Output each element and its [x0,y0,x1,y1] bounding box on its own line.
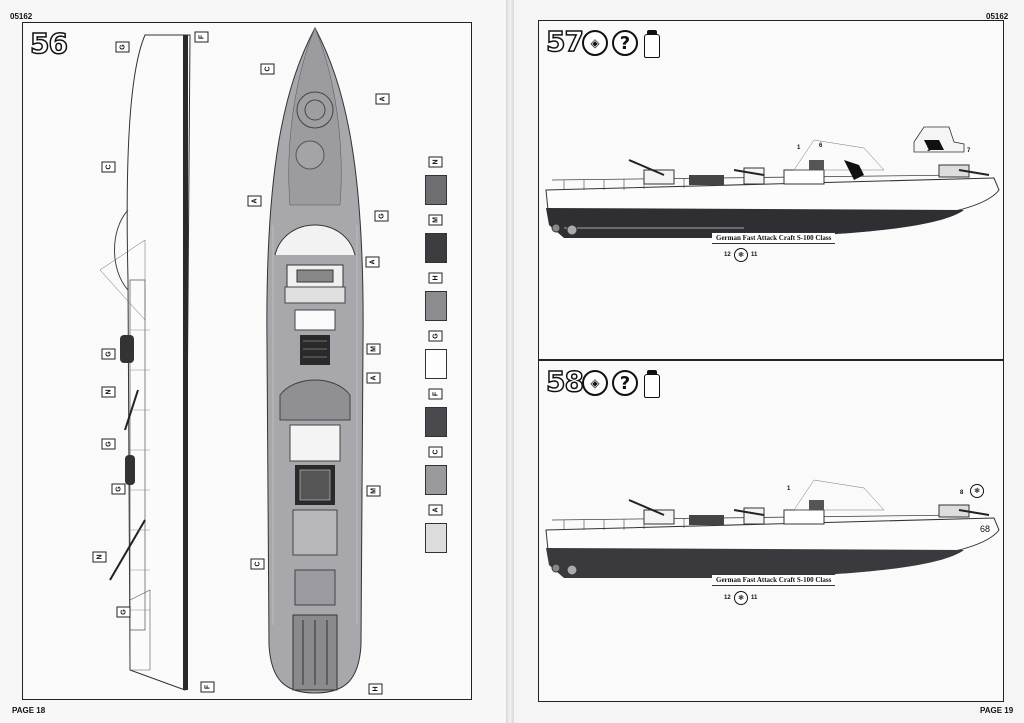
page-number: PAGE 19 [980,706,1014,715]
kit-code: 05162 [986,12,1009,21]
boat-profile-58 [545,479,1000,578]
boat-side-profile [99,34,191,691]
boat-name-banner-58: German Fast Attack Craft S-100 Class [712,574,836,586]
decal-left-58: 12 [724,595,731,601]
paint-swatch-m [425,233,447,263]
decal-callout-a: 1 [797,145,801,151]
callout-side-4: N [101,386,116,398]
callout-side-1: G [115,41,130,53]
paint-swatch-a [425,523,447,553]
paint-swatch-n [425,175,447,205]
swatch-label-m: M [428,214,443,226]
decal-callout-b: 6 [819,143,823,149]
swatch-label-a: A [428,504,443,516]
callout-top-6: M [366,343,381,355]
callout-side-2: C [101,161,116,173]
page-number: PAGE 18 [12,706,46,715]
boat-profile-57 [545,139,1000,238]
decal-water-icon: ◈ [582,370,608,396]
decal-water-icon: ◈ [582,30,608,56]
paint-swatch-f [425,407,447,437]
decal-callout-b: 8 [960,490,964,496]
callout-side-9: F [194,31,209,43]
callout-side-10: F [200,681,215,693]
callout-top-9: C [250,558,265,570]
paint-pot-icon [644,30,660,58]
swatch-label-c: C [428,446,443,458]
callout-side-3: G [101,348,116,360]
swatch-label-g: G [428,330,443,342]
callout-top-8: M [366,485,381,497]
callout-top-3: A [247,195,262,207]
swatch-label-n: N [428,156,443,168]
callout-side-8: G [116,606,131,618]
decal-sheet-icon: ❃ [970,484,984,498]
step-57-number: 57 [545,25,584,58]
paint-pot-icon [644,370,660,398]
decal-right-58: 11 [751,595,758,601]
callout-top-1: C [260,63,275,75]
kit-code: 05162 [10,12,33,21]
book-gutter [506,0,514,723]
step-56-frame [22,22,472,700]
paint-swatch-c [425,465,447,495]
boat-top-view [266,26,364,694]
bridge-detail-57 [913,126,965,153]
swatch-label-h: H [428,272,443,284]
callout-side-7: N [92,551,107,563]
hull-number: 68 [980,524,991,534]
question-icon: ? [612,370,638,396]
step-number: 56 [29,27,68,60]
callout-top-4: G [374,210,389,222]
swatch-label-f: F [428,388,443,400]
decal-sheet-icon: ❃ [734,248,748,262]
question-icon: ? [612,30,638,56]
decal-callout-d: 1 [927,147,931,153]
left-page: 05162 56 PAGE 18 G C G N G G N G F F [0,0,506,723]
paint-swatch-g [425,349,447,379]
callout-side-5: G [101,438,116,450]
decal-sheet-icon: ❃ [734,591,748,605]
decal-left-57: 12 [724,252,731,258]
right-page: 05162 PAGE 19 57 ◈ ? 1 6 7 1 Ge [514,0,1024,723]
boat-name-banner-57: German Fast Attack Craft S-100 Class [712,232,836,244]
callout-top-10: H [368,683,383,695]
callout-side-6: G [111,483,126,495]
decal-callout-c: 7 [967,148,971,154]
callout-top-7: A [366,372,381,384]
paint-swatch-h [425,291,447,321]
callout-top-2: A [375,93,390,105]
callout-top-5: A [365,256,380,268]
step-58-number: 58 [545,365,584,398]
decal-callout-a: 1 [787,486,791,492]
decal-right-57: 11 [751,252,758,258]
